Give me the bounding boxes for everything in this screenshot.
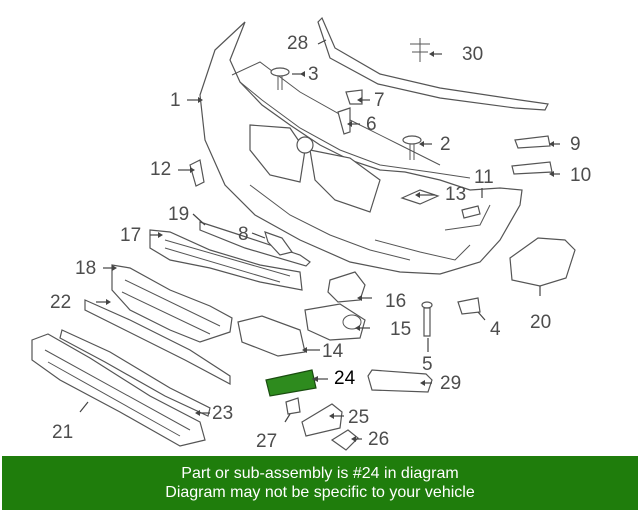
kidney-grille-right xyxy=(309,149,381,213)
part-10-trim xyxy=(511,161,553,175)
callout-9: 9 xyxy=(570,134,581,155)
part-26-sensor xyxy=(330,429,359,451)
callout-21: 21 xyxy=(52,422,74,443)
part-12-bracket xyxy=(189,159,205,187)
part-6-bracket xyxy=(337,107,351,135)
part-15-grille xyxy=(304,303,366,341)
callout-1: 1 xyxy=(170,90,181,111)
part-25-bracket xyxy=(301,403,343,437)
part-19-trim xyxy=(199,221,311,267)
part-23-strip xyxy=(59,329,211,417)
part-24-highlighted xyxy=(265,369,317,397)
callout-2: 2 xyxy=(440,134,451,155)
bmw-emblem xyxy=(296,136,314,154)
part-17-grille xyxy=(149,229,303,291)
callout-14: 14 xyxy=(322,341,344,362)
part-27-bracket xyxy=(285,397,301,415)
part-20-bracket xyxy=(509,237,576,287)
part-30-clip xyxy=(410,38,430,62)
callout-8: 8 xyxy=(238,224,249,245)
callout-11: 11 xyxy=(474,167,494,188)
info-banner: Part or sub-assembly is #24 in diagram D… xyxy=(2,456,638,510)
banner-part-note: Part or sub-assembly is #24 in diagram xyxy=(181,465,459,482)
callout-28: 28 xyxy=(287,33,309,54)
callout-24-highlighted: 24 xyxy=(334,368,356,389)
callout-19: 19 xyxy=(168,204,190,225)
callout-6: 6 xyxy=(366,114,377,135)
callout-27: 27 xyxy=(256,431,278,452)
callout-23: 23 xyxy=(212,403,234,424)
callout-16: 16 xyxy=(385,291,407,312)
callout-5: 5 xyxy=(422,354,433,375)
callout-22: 22 xyxy=(50,292,72,313)
callout-26: 26 xyxy=(368,429,390,450)
callout-7: 7 xyxy=(374,90,385,111)
callout-25: 25 xyxy=(348,407,370,428)
part-16-cover xyxy=(327,271,366,303)
kidney-grille-left xyxy=(249,124,306,183)
part-8-bracket xyxy=(264,231,294,256)
exploded-parts-diagram xyxy=(31,16,576,451)
callout-29: 29 xyxy=(440,373,462,394)
part-4-clip xyxy=(457,297,481,315)
callout-10: 10 xyxy=(570,165,592,186)
callout-20: 20 xyxy=(530,312,552,333)
callout-12: 12 xyxy=(150,159,172,180)
part-14-grille xyxy=(237,315,306,357)
part-7-bracket xyxy=(345,89,363,105)
part-22-strip xyxy=(84,299,231,385)
part-2-screw xyxy=(402,135,422,160)
callout-3: 3 xyxy=(308,64,319,85)
part-3-screw xyxy=(270,67,290,90)
callout-17: 17 xyxy=(120,225,142,246)
part-11-cover xyxy=(461,205,481,219)
part-28-trim-strip xyxy=(317,16,549,111)
callout-4: 4 xyxy=(490,319,501,340)
callout-18: 18 xyxy=(75,258,97,279)
part-9-trim xyxy=(514,135,551,149)
callout-15: 15 xyxy=(390,319,412,340)
part-29-trim xyxy=(367,369,433,393)
callout-13: 13 xyxy=(445,184,467,205)
part-1-bumper-cover xyxy=(199,21,523,275)
leader-arrowheads xyxy=(106,51,554,442)
part-5-clip xyxy=(421,301,433,337)
part-18-grille xyxy=(111,264,233,343)
callout-30: 30 xyxy=(462,44,484,65)
leader-lines xyxy=(79,39,560,440)
banner-disclaimer: Diagram may not be specific to your vehi… xyxy=(165,484,475,501)
